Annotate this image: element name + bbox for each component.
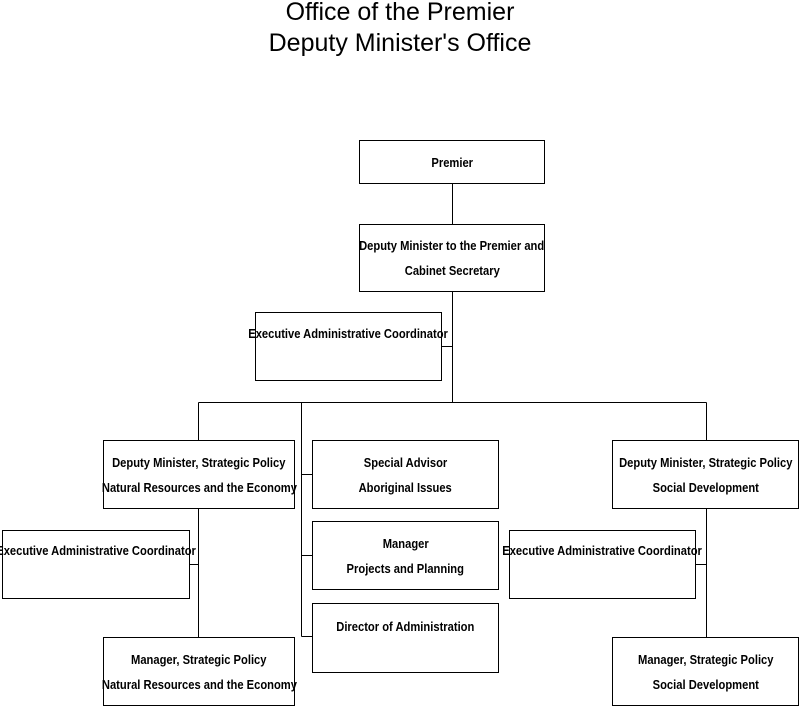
box-dm-strategic-nre-line1: Deputy Minister, Strategic Policy [112,454,286,470]
box-manager-projects-line1: Manager [382,535,429,551]
box-manager-projects: Manager Projects and Planning [312,521,499,590]
box-special-advisor-line2: Aboriginal Issues [358,479,453,495]
box-deputy-minister-premier: Deputy Minister to the Premier and Cabin… [359,224,545,292]
box-premier: Premier [359,140,545,184]
box-exec-admin-top-line1: Executive Administrative Coordinator [248,326,449,341]
box-dm-strategic-nre: Deputy Minister, Strategic Policy Natura… [101,440,297,509]
box-exec-admin-right: Executive Administrative Coordinator [503,530,702,599]
box-deputy-minister-premier-line2: Cabinet Secretary [404,263,500,278]
box-director-admin-line1: Director of Administration [336,619,475,634]
box-dm-strategic-social: Deputy Minister, Strategic Policy Social… [612,440,799,509]
box-special-advisor: Special Advisor Aboriginal Issues [312,440,499,509]
chart-title-line1: Office of the Premier [285,0,515,26]
box-mgr-strategic-nre-line2: Natural Resources and the Economy [101,676,297,692]
box-manager-projects-line2: Projects and Planning [346,560,465,576]
box-mgr-strategic-nre-line1: Manager, Strategic Policy [131,651,267,667]
box-dm-strategic-social-line1: Deputy Minister, Strategic Policy [618,454,793,470]
box-mgr-strategic-social-line2: Social Development [652,676,759,692]
box-premier-line1: Premier [431,154,473,170]
box-exec-admin-left-line1: Executive Administrative Coordinator [0,543,196,558]
box-mgr-strategic-social-line1: Manager, Strategic Policy [637,651,774,667]
box-dm-strategic-social-line2: Social Development [652,479,759,495]
box-exec-admin-left: Executive Administrative Coordinator [0,530,196,599]
box-mgr-strategic-social: Manager, Strategic Policy Social Develop… [612,637,799,706]
box-exec-admin-right-line1: Executive Administrative Coordinator [502,543,703,558]
chart-title-line2: Deputy Minister's Office [268,29,532,57]
box-dm-strategic-nre-line2: Natural Resources and the Economy [101,479,297,495]
box-exec-admin-top: Executive Administrative Coordinator [249,312,448,381]
box-deputy-minister-premier-line1: Deputy Minister to the Premier and [359,238,545,253]
box-mgr-strategic-nre: Manager, Strategic Policy Natural Resour… [101,637,297,706]
box-director-admin: Director of Administration [312,603,499,673]
box-special-advisor-line1: Special Advisor [363,454,448,470]
